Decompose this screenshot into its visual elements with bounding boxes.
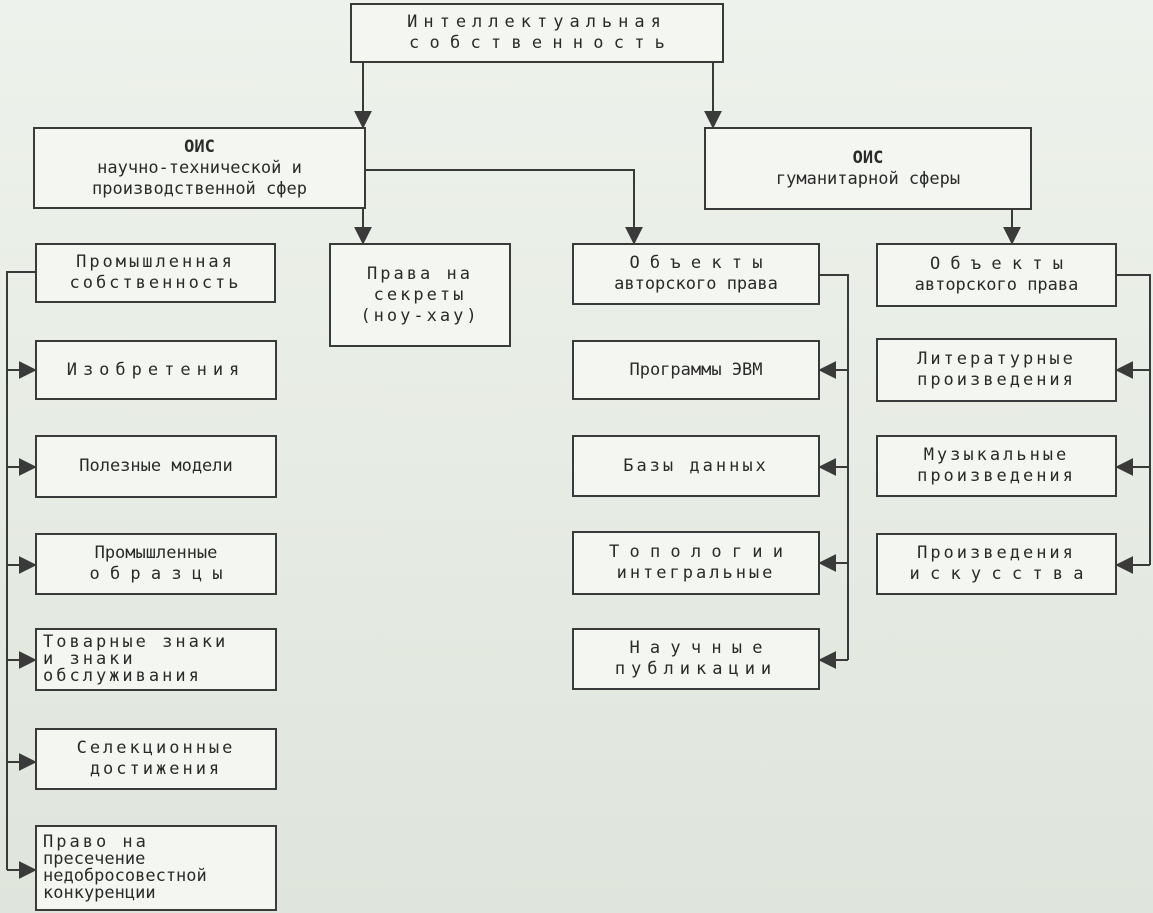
- node-copyright-objects-tech: О б ъ е к т ы авторского права: [572, 243, 820, 305]
- node-line: Н а у ч н ы е: [629, 638, 763, 658]
- node-line: О б ъ е к т ы: [629, 253, 763, 273]
- node-line: Полезные модели: [79, 456, 233, 476]
- node-unfair-competition: Право на пресечение недобросовестной кон…: [35, 825, 277, 911]
- node-line: (ноу-хау): [360, 305, 480, 326]
- node-line: Товарные знаки: [43, 632, 229, 652]
- node-line: Музыкальные: [923, 445, 1070, 465]
- node-line: Изобретения: [66, 359, 246, 380]
- node-line: произведения: [917, 370, 1076, 390]
- node-line: произведения: [917, 466, 1076, 486]
- link-copyright1-bracket: [820, 274, 849, 660]
- link-copyright2-bracket: [1117, 274, 1151, 565]
- node-databases: Базы данных: [572, 435, 820, 497]
- node-trademarks: Товарные знаки и знаки обслуживания: [35, 628, 277, 691]
- node-literary-works: Литературные произведения: [876, 338, 1117, 402]
- link-tech-copyright1: [365, 169, 643, 245]
- node-line: о б р а з ц ы: [89, 564, 223, 584]
- node-line: и знаки: [43, 649, 136, 669]
- link-prom-bracket: [6, 271, 35, 870]
- node-line: ОИС: [852, 147, 884, 168]
- node-utility-models: Полезные модели: [35, 435, 277, 498]
- node-line: Интеллектуальная: [407, 12, 667, 32]
- node-line: Право на: [43, 832, 149, 852]
- node-line: Произведения: [917, 543, 1076, 563]
- node-line: конкуренции: [43, 883, 156, 903]
- node-line: с о б с т в е н н о с т ь: [409, 33, 665, 53]
- node-intellectual-property: Интеллектуальная с о б с т в е н н о с т…: [350, 3, 724, 63]
- node-line: авторского права: [914, 275, 1079, 295]
- node-line: гуманитарной сферы: [775, 168, 961, 189]
- node-line: научно-технической и: [97, 157, 302, 178]
- node-musical-works: Музыкальные произведения: [876, 435, 1117, 497]
- node-line: достижения: [89, 759, 223, 779]
- node-computer-programs: Программы ЭВМ: [572, 340, 820, 400]
- node-line: О б ъ е к т ы: [929, 254, 1064, 274]
- node-inventions: Изобретения: [35, 340, 277, 400]
- node-line: и с к у с с т в а: [909, 564, 1084, 584]
- node-line: Промышленные: [94, 543, 218, 563]
- node-line: собственность: [69, 273, 242, 293]
- node-industrial-property: Промышленная собственность: [35, 243, 276, 303]
- node-line: публикации: [614, 659, 778, 679]
- node-ois-tech: ОИС научно-технической и производственно…: [33, 127, 366, 209]
- node-line: обслуживания: [43, 666, 202, 686]
- node-line: ОИС: [184, 136, 215, 157]
- node-topologies: Т о п о л о г и и интегральные: [572, 531, 820, 595]
- node-line: Т о п о л о г и и: [609, 542, 783, 562]
- node-line: Права на: [367, 263, 473, 284]
- node-line: Промышленная: [76, 252, 235, 272]
- node-line: Базы данных: [623, 455, 769, 476]
- node-copyright-objects-humanitarian: О б ъ е к т ы авторского права: [876, 243, 1117, 307]
- node-scientific-publications: Н а у ч н ы е публикации: [572, 628, 820, 690]
- node-line: секреты: [373, 284, 467, 305]
- node-line: Селекционные: [76, 738, 236, 758]
- node-industrial-designs: Промышленные о б р а з ц ы: [35, 533, 277, 595]
- node-line: авторского права: [614, 274, 778, 294]
- node-ois-humanitarian: ОИС гуманитарной сферы: [704, 127, 1032, 210]
- node-line: производственной сфер: [92, 178, 307, 199]
- node-works-of-art: Произведения и с к у с с т в а: [876, 533, 1117, 595]
- node-line: недобросовестной: [43, 866, 207, 886]
- node-line: Программы ЭВМ: [629, 359, 763, 380]
- node-trade-secrets: Права на секреты (ноу-хау): [329, 243, 511, 347]
- node-line: интегральные: [616, 563, 776, 583]
- node-selection-achievements: Селекционные достижения: [35, 728, 277, 790]
- node-line: пресечение: [43, 849, 146, 869]
- node-line: Литературные: [917, 349, 1076, 369]
